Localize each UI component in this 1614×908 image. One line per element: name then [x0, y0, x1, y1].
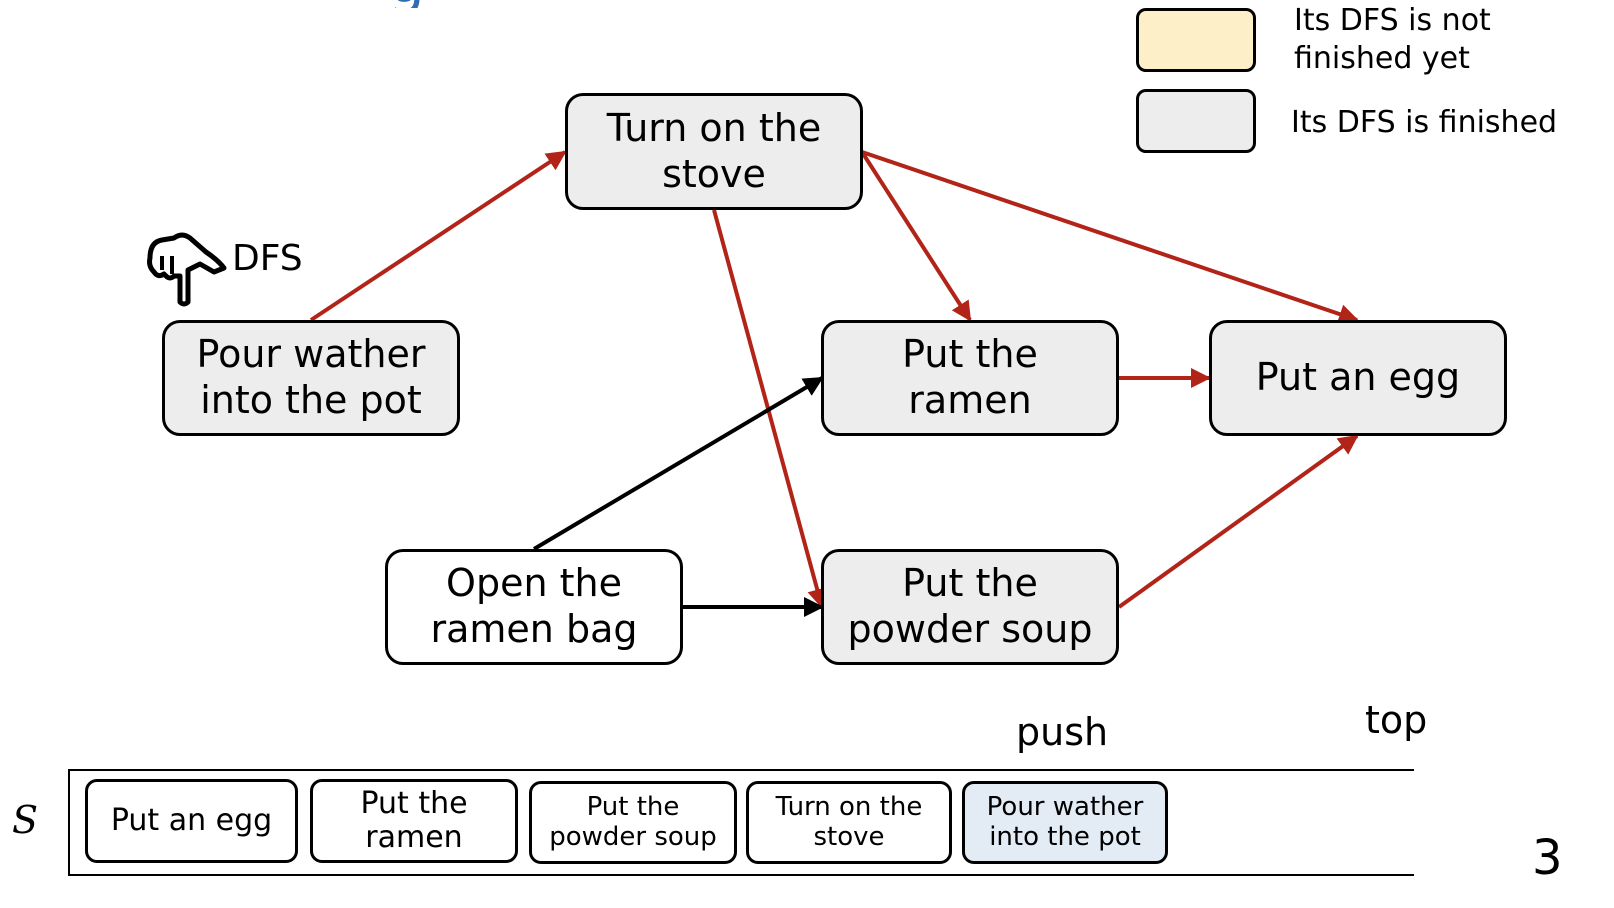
stack-item-label: Turn on the stove — [775, 791, 923, 852]
stack-name: S — [12, 798, 39, 842]
node-turn-on-stove-label: Turn on the stove — [606, 105, 822, 196]
stack-item: Put an egg — [85, 779, 298, 863]
stack-item: Put the ramen — [310, 779, 518, 863]
node-put-powder-soup: Put the powder soup — [821, 549, 1119, 665]
node-put-powder-soup-label: Put the powder soup — [847, 561, 1093, 651]
stack-item: Turn on the stove — [746, 781, 952, 864]
stack-item: Put the powder soup — [529, 781, 737, 864]
stack-item-label: Pour wather into the pot — [986, 791, 1144, 852]
legend-finished-swatch — [1136, 89, 1256, 153]
stack-bottom-wall — [68, 769, 70, 876]
node-put-ramen: Put the ramen — [821, 320, 1119, 436]
node-put-egg: Put an egg — [1209, 320, 1507, 436]
edge-pour-to-stove — [309, 150, 567, 322]
legend-not-finished-swatch — [1136, 8, 1256, 72]
dfs-label: DFS — [232, 238, 303, 279]
edge-stove-to-ramen — [860, 150, 972, 322]
top-label: top — [1365, 698, 1428, 742]
title-fragment: g — [388, 0, 428, 8]
node-put-ramen-label: Put the ramen — [902, 332, 1038, 422]
node-pour-water-label: Pour wather into the pot — [196, 332, 426, 422]
stack-item-top: Pour wather into the pot — [962, 781, 1168, 864]
node-turn-on-stove: Turn on the stove — [565, 93, 863, 210]
stack-item-label: Put the powder soup — [549, 791, 717, 852]
legend-not-finished-label: Its DFS is not finished yet — [1294, 3, 1491, 76]
stack-bottom-border — [68, 874, 1414, 876]
edge-stove-to-egg — [861, 150, 1359, 324]
pointing-hand-icon — [147, 232, 227, 307]
node-put-egg-label: Put an egg — [1255, 355, 1461, 400]
legend-finished-label: Its DFS is finished — [1291, 105, 1558, 140]
node-pour-water: Pour wather into the pot — [162, 320, 460, 436]
push-label: push — [1016, 710, 1109, 754]
stack-item-label: Put the ramen — [360, 785, 468, 855]
node-open-ramen-bag-label: Open the ramen bag — [430, 561, 638, 651]
stack-top-border — [68, 769, 1414, 771]
stack-item-label: Put an egg — [110, 802, 273, 838]
node-open-ramen-bag: Open the ramen bag — [385, 549, 683, 665]
page-number: 3 — [1532, 830, 1563, 886]
edge-soup-to-egg — [1117, 434, 1359, 609]
edge-bag-to-ramen — [532, 376, 824, 551]
